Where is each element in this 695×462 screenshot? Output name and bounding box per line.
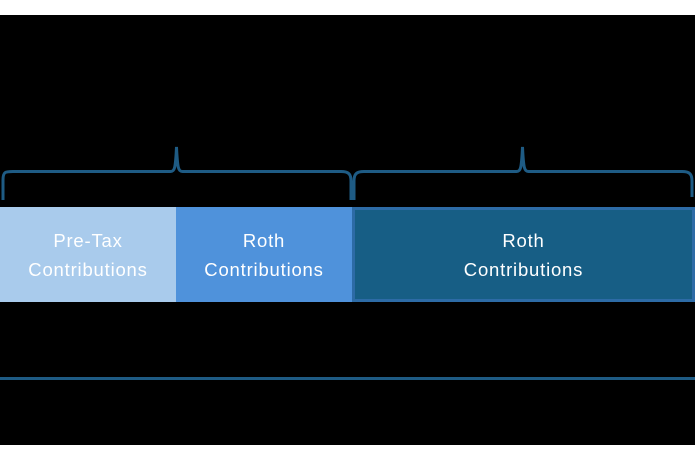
segment-pre-tax-contributions: Pre-Tax Contributions bbox=[0, 207, 176, 302]
segment-label-line2: Contributions bbox=[463, 258, 584, 280]
segment-label-line2: Contributions bbox=[28, 258, 148, 280]
segment-roth-contributions-right: Roth Contributions bbox=[352, 207, 695, 302]
segment-label-line1: Roth bbox=[242, 229, 286, 251]
segment-roth-contributions-middle: Roth Contributions bbox=[176, 207, 352, 302]
segment-label-line1: Roth bbox=[502, 229, 545, 251]
segment-label-line1: Pre-Tax bbox=[53, 229, 123, 251]
horizontal-divider-line bbox=[0, 377, 695, 380]
contribution-bar: Pre-Tax Contributions Roth Contributions… bbox=[0, 207, 695, 302]
segment-label-line2: Contributions bbox=[204, 258, 324, 280]
